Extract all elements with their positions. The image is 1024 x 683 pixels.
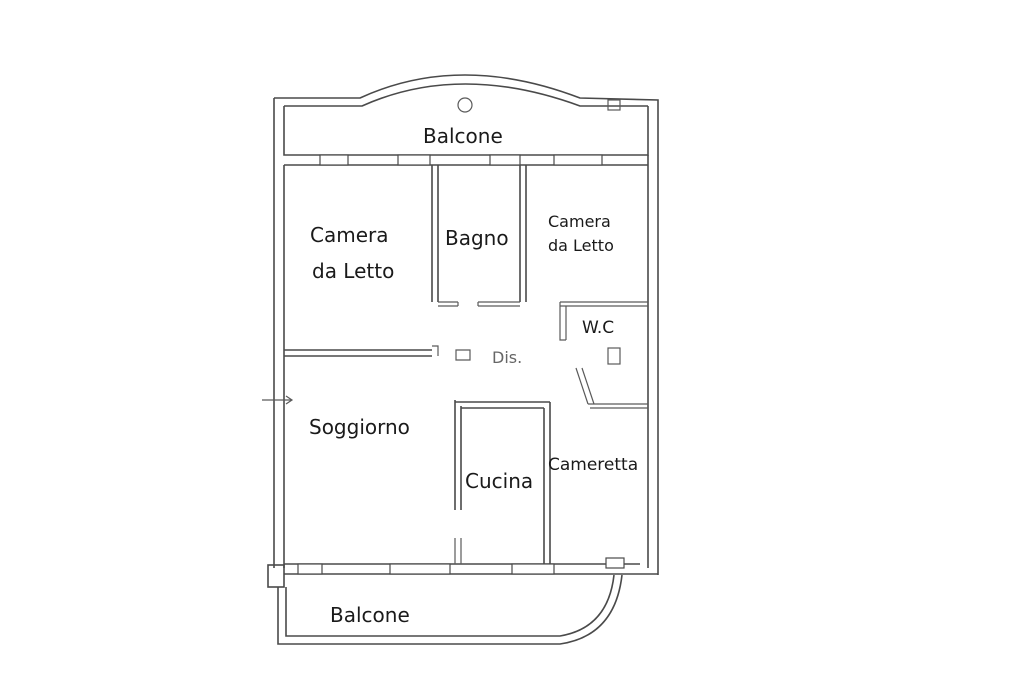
column-square-icon: [607, 99, 621, 111]
room-label-camera-right-line1: Camera: [548, 212, 611, 231]
interior-walls: [262, 165, 648, 564]
window: [389, 563, 451, 575]
windows-bottom: [297, 557, 625, 575]
room-label-balcone-bottom: Balcone: [330, 603, 410, 627]
room-label-soggiorno: Soggiorno: [309, 415, 410, 439]
toilet-icon: [607, 347, 621, 365]
room-label-dis: Dis.: [492, 348, 522, 367]
room-label-cameretta: Cameretta: [548, 455, 638, 475]
entrance-arrow-icon: [262, 395, 294, 405]
window: [553, 154, 603, 166]
balcony-top: Balcone: [273, 74, 659, 160]
windows-top: [319, 154, 603, 166]
window: [397, 154, 431, 166]
room-label-bagno: Bagno: [445, 226, 509, 250]
room-label-cucina: Cucina: [465, 469, 533, 493]
room-label-wc: W.C: [582, 318, 614, 338]
window: [297, 563, 323, 575]
drain-circle-icon: [457, 97, 473, 113]
room-label-camera-right-line2: da Letto: [548, 236, 614, 255]
window: [605, 557, 625, 569]
window: [489, 154, 521, 166]
balcony-bottom: Balcone: [277, 574, 623, 645]
room-label-camera-left-line2: da Letto: [312, 259, 394, 283]
window: [319, 154, 349, 166]
room-label-balcone-top: Balcone: [423, 124, 503, 148]
room-label-camera-left-line1: Camera: [310, 223, 389, 247]
window: [511, 563, 555, 575]
room-labels: Camera da Letto Bagno Camera da Letto W.…: [309, 212, 638, 493]
